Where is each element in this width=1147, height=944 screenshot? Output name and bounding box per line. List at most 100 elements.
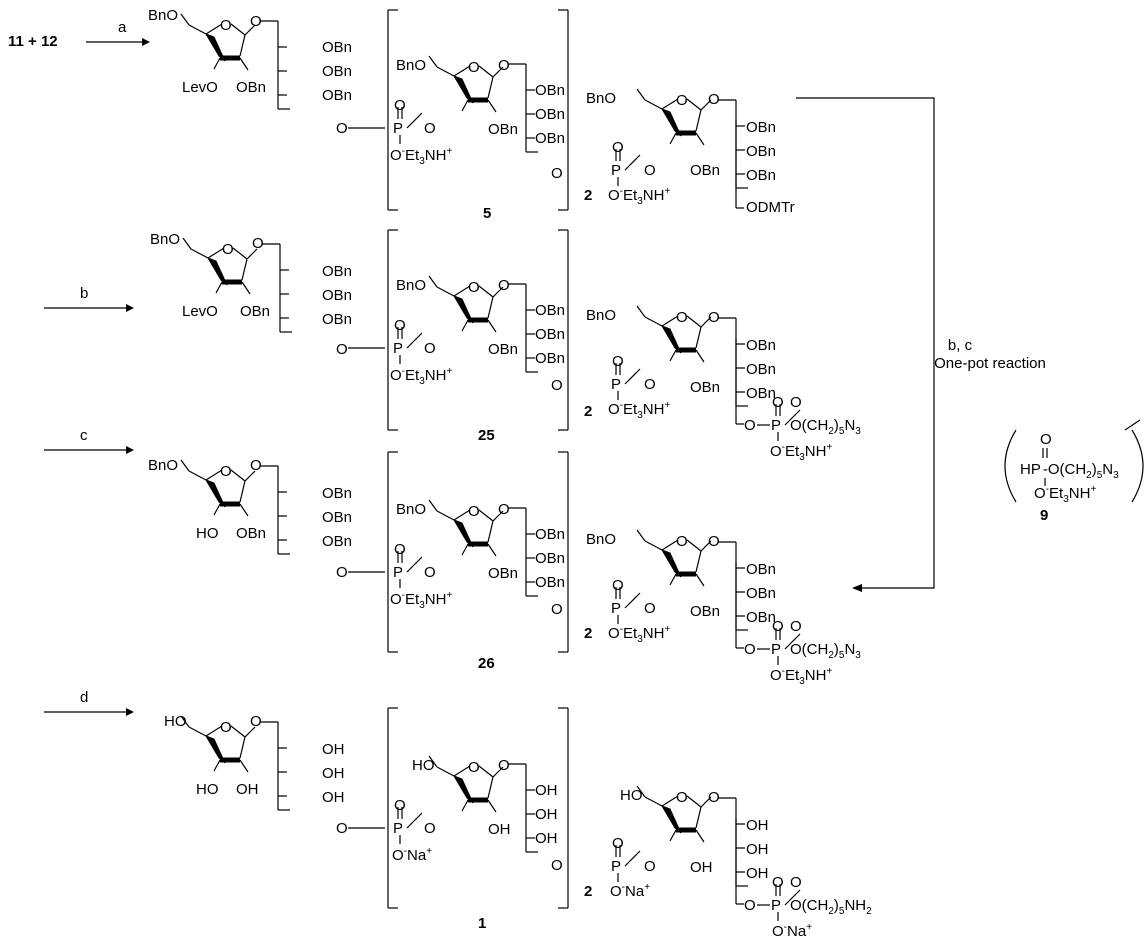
svg-text:OBn: OBn xyxy=(322,485,352,502)
svg-text:OH: OH xyxy=(746,817,769,834)
svg-text:OBn: OBn xyxy=(322,311,352,328)
svg-text:O: O xyxy=(394,797,406,814)
compound-label-26: 26 xyxy=(478,655,495,672)
svg-text:P: P xyxy=(771,897,781,914)
svg-text:P: P xyxy=(611,162,621,179)
svg-text:O: O xyxy=(772,874,784,891)
svg-text:O-Na+: O-Na+ xyxy=(392,846,432,864)
svg-text:2: 2 xyxy=(584,883,592,900)
reagent-label-d: d xyxy=(80,689,88,706)
svg-text:HP-O(CH2)5N3: HP-O(CH2)5N3 xyxy=(1020,461,1119,481)
reagent-9-structure: O HP-O(CH2)5N3 O-Et3NH+ 9 xyxy=(1004,419,1144,524)
one-pot-label: One-pot reaction xyxy=(934,355,1046,372)
svg-text:OBn: OBn xyxy=(746,361,776,378)
svg-text:OBn: OBn xyxy=(690,162,720,179)
svg-text:P: P xyxy=(393,340,403,357)
svg-text:HO: HO xyxy=(620,787,643,804)
svg-text:OBn: OBn xyxy=(322,63,352,80)
svg-text:O: O xyxy=(612,577,624,594)
svg-text:O: O xyxy=(551,857,563,874)
svg-text:OH: OH xyxy=(322,765,345,782)
svg-text:OBn: OBn xyxy=(322,39,352,56)
svg-text:OBn: OBn xyxy=(322,87,352,104)
svg-text:O-Et3NH+: O-Et3NH+ xyxy=(608,186,670,207)
starting-materials-label: 11 + 12 xyxy=(8,33,58,50)
svg-text:BnO: BnO xyxy=(396,501,426,518)
svg-text:O-Na+: O-Na+ xyxy=(610,882,650,900)
svg-text:O: O xyxy=(336,820,348,837)
svg-text:OBn: OBn xyxy=(322,509,352,526)
svg-text:O: O xyxy=(336,341,348,358)
svg-text:O: O xyxy=(708,533,720,550)
svg-text:BnO: BnO xyxy=(148,457,178,474)
reagent-label-c: c xyxy=(80,427,88,444)
svg-text:OH: OH xyxy=(236,781,259,798)
compound-5-structure: 11 + 12 a O BnO O LevO OBn OBn OBn OBn O… xyxy=(8,7,795,222)
svg-text:OBn: OBn xyxy=(535,350,565,367)
reagent-label-a: a xyxy=(118,19,127,36)
svg-text:BnO: BnO xyxy=(396,57,426,74)
svg-text:OH: OH xyxy=(690,859,713,876)
svg-text:O: O xyxy=(394,541,406,558)
svg-text:BnO: BnO xyxy=(586,307,616,324)
svg-text:O: O xyxy=(424,820,436,837)
svg-text:OH: OH xyxy=(746,865,769,882)
svg-text:O: O xyxy=(468,503,480,520)
svg-text:O-Et3NH+: O-Et3NH+ xyxy=(770,666,832,687)
svg-text:HO: HO xyxy=(412,757,435,774)
svg-text:O: O xyxy=(222,241,234,258)
compound-label-5: 5 xyxy=(483,205,491,222)
svg-text:O-Et3NH+: O-Et3NH+ xyxy=(608,400,670,421)
svg-text:OBn: OBn xyxy=(690,379,720,396)
svg-text:O: O xyxy=(744,641,756,658)
svg-text:O: O xyxy=(676,533,688,550)
svg-text:OBn: OBn xyxy=(535,574,565,591)
svg-text:O: O xyxy=(220,463,232,480)
svg-text:O: O xyxy=(468,279,480,296)
svg-text:2: 2 xyxy=(584,403,592,420)
svg-text:HO: HO xyxy=(164,713,187,730)
svg-text:O: O xyxy=(744,417,756,434)
svg-text:BnO: BnO xyxy=(148,7,178,24)
svg-text:O: O xyxy=(498,501,510,518)
svg-text:O: O xyxy=(551,377,563,394)
svg-text:OBn: OBn xyxy=(535,526,565,543)
svg-text:O-Et3NH+: O-Et3NH+ xyxy=(390,366,452,387)
svg-text:O: O xyxy=(551,601,563,618)
svg-text:OBn: OBn xyxy=(746,143,776,160)
svg-text:OBn: OBn xyxy=(746,337,776,354)
svg-text:OBn: OBn xyxy=(488,565,518,582)
svg-text:O: O xyxy=(498,757,510,774)
svg-text:O-Et3NH+: O-Et3NH+ xyxy=(608,624,670,645)
svg-text:O: O xyxy=(336,564,348,581)
svg-text:O-Et3NH+: O-Et3NH+ xyxy=(390,146,452,167)
svg-text:OH: OH xyxy=(535,806,558,823)
svg-text:O: O xyxy=(498,57,510,74)
svg-text:O-Na+: O-Na+ xyxy=(772,922,812,940)
svg-text:O: O xyxy=(676,92,688,109)
svg-text:O: O xyxy=(394,317,406,334)
svg-text:HO: HO xyxy=(196,525,219,542)
svg-text:O: O xyxy=(468,759,480,776)
svg-text:O: O xyxy=(250,713,262,730)
svg-text:O: O xyxy=(708,789,720,806)
svg-text:O-Et3NH+: O-Et3NH+ xyxy=(390,590,452,611)
svg-text:P: P xyxy=(611,376,621,393)
svg-text:HO: HO xyxy=(196,781,219,798)
svg-text:OBn: OBn xyxy=(535,106,565,123)
svg-text:O: O xyxy=(424,564,436,581)
svg-text:O: O xyxy=(708,91,720,108)
svg-text:O-Et3NH+: O-Et3NH+ xyxy=(1034,484,1096,505)
svg-text:OBn: OBn xyxy=(746,119,776,136)
svg-text:O: O xyxy=(250,13,262,30)
compound-25-structure: b O BnO O LevO OBn OBn OBn OBn O P O O-E… xyxy=(44,229,861,463)
svg-text:OBn: OBn xyxy=(746,561,776,578)
svg-text:OBn: OBn xyxy=(535,130,565,147)
one-pot-arrow: b, c One-pot reaction xyxy=(796,97,1046,592)
dmtr-terminus: ODMTr xyxy=(746,199,795,216)
svg-text:OH: OH xyxy=(746,841,769,858)
svg-text:O: O xyxy=(790,874,802,891)
svg-text:2: 2 xyxy=(584,625,592,642)
svg-text:OBn: OBn xyxy=(690,603,720,620)
